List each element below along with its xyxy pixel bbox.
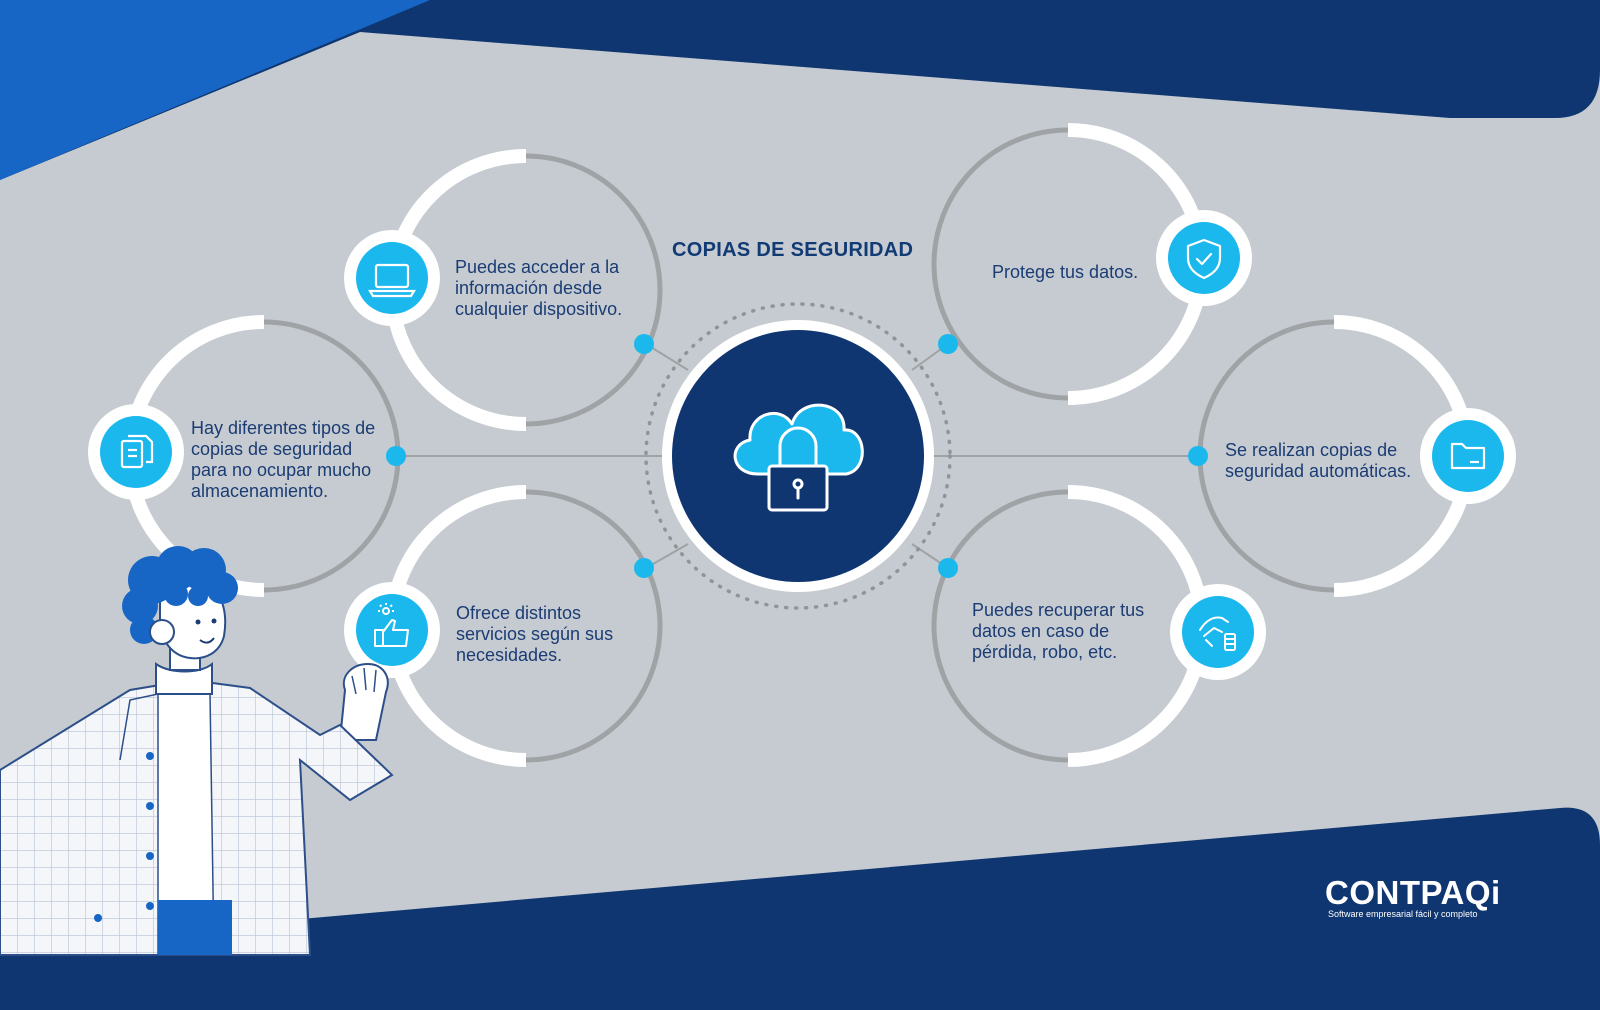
badge-types xyxy=(88,404,184,500)
person-illustration xyxy=(0,546,394,956)
shield-check-icon xyxy=(1186,238,1222,280)
label-types: Hay diferentes tipos de copias de seguri… xyxy=(191,418,376,501)
badge-auto xyxy=(1420,408,1516,504)
brand-tagline: Software empresarial fácil y completo xyxy=(1328,909,1478,919)
folder-icon xyxy=(1450,442,1486,470)
dot-auto xyxy=(1188,446,1208,466)
document-icon xyxy=(120,434,154,469)
badge-recover xyxy=(1170,584,1266,680)
dot-protect xyxy=(938,334,958,354)
brand-logo: CONTPAQi xyxy=(1325,874,1501,911)
badge-protect xyxy=(1156,210,1252,306)
top-blue-corner xyxy=(0,0,430,180)
center-dotted-ring xyxy=(644,302,952,610)
cloud-lock-icon xyxy=(733,403,864,512)
badge-access xyxy=(344,230,440,326)
bottom-navy-band xyxy=(0,807,1600,1010)
dot-types xyxy=(386,446,406,466)
dot-access xyxy=(634,334,654,354)
dot-services xyxy=(634,558,654,578)
top-navy-band xyxy=(0,0,1600,180)
laptop-icon xyxy=(368,263,416,298)
label-recover: Puedes recuperar tus datos en caso de pé… xyxy=(972,600,1145,662)
page-title: COPIAS DE SEGURIDAD xyxy=(672,239,914,261)
hand-coins-icon xyxy=(1199,616,1236,651)
label-services: Ofrece distintos servicios según sus nec… xyxy=(456,603,614,665)
thumbs-up-icon xyxy=(374,603,409,647)
label-access: Puedes acceder a la información desde cu… xyxy=(455,257,623,319)
dot-recover xyxy=(938,558,958,578)
label-protect: Protege tus datos. xyxy=(992,262,1139,282)
label-auto: Se realizan copias de seguridad automáti… xyxy=(1225,440,1412,481)
badge-services xyxy=(344,582,440,678)
